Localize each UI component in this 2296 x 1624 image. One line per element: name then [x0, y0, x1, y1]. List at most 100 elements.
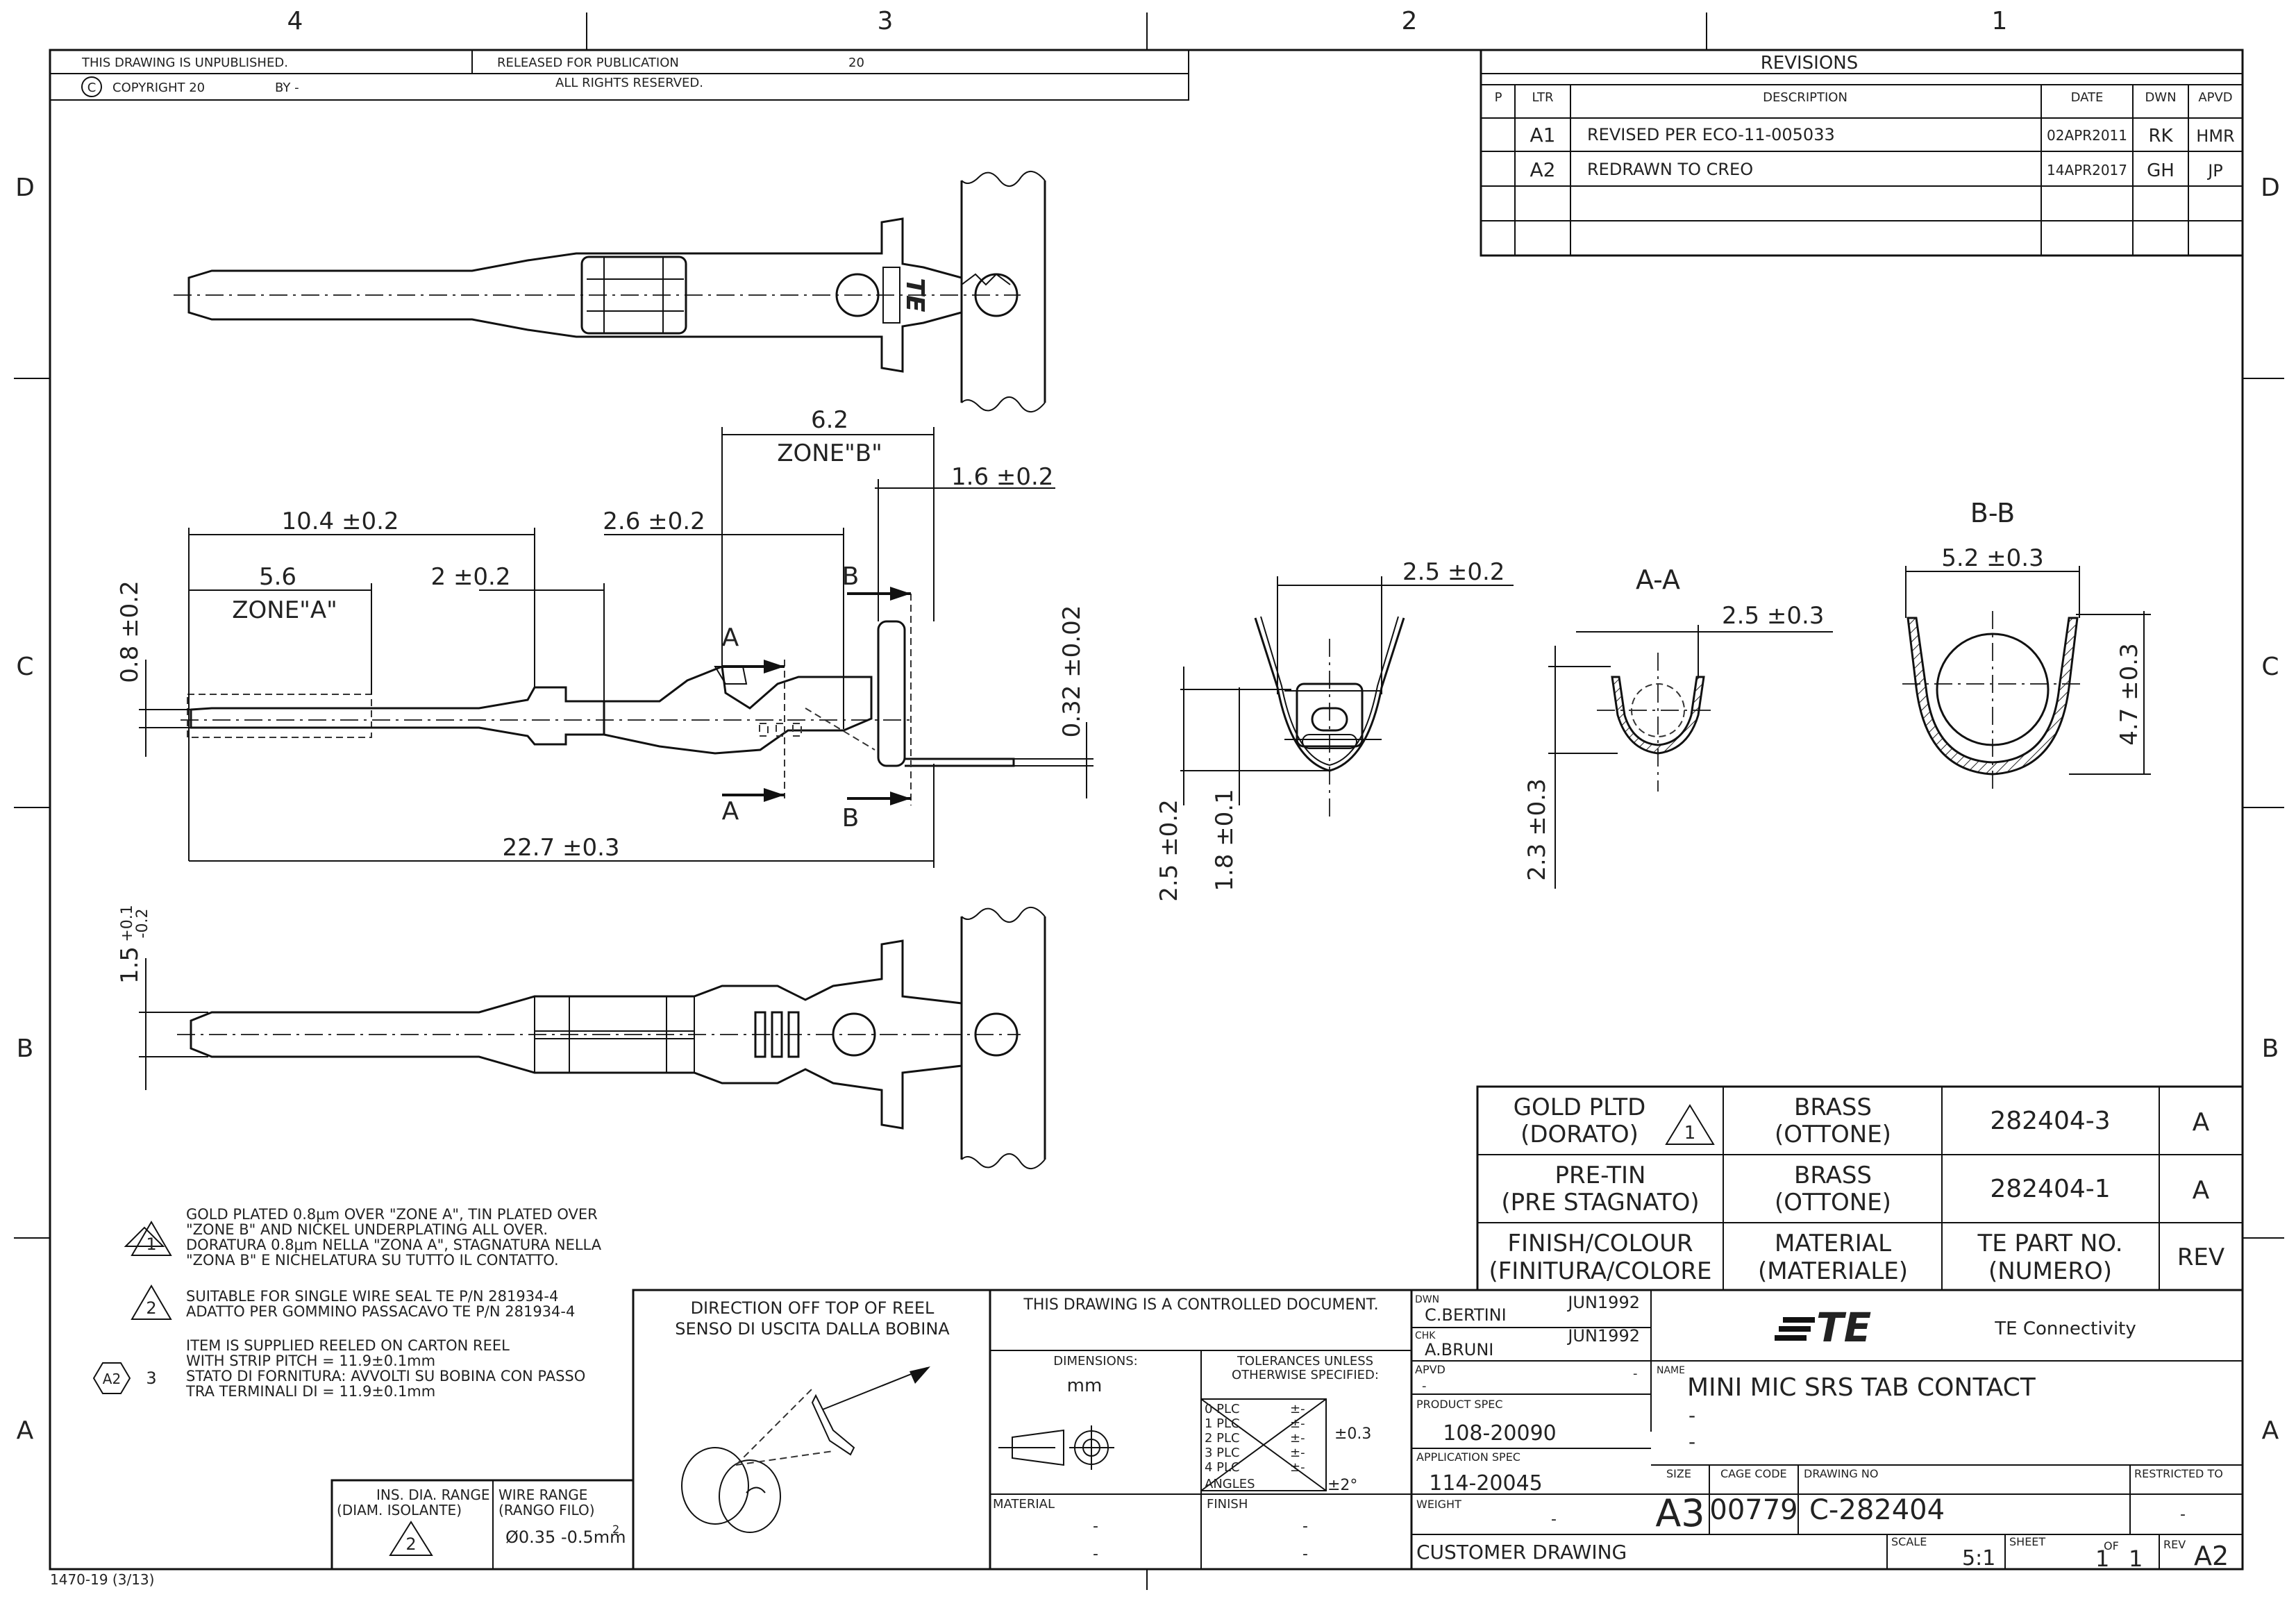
rights-text: ALL RIGHTS RESERVED. — [555, 76, 703, 90]
rev-desc: REVISED PER ECO-11-005033 — [1587, 125, 1835, 144]
dim-1-5-tol-minus: -0.2 — [134, 909, 151, 939]
by-text: BY - — [275, 81, 299, 95]
chk-label: CHK — [1415, 1330, 1436, 1341]
material-text: (OTTONE) — [1775, 1121, 1891, 1148]
name-dash: - — [1689, 1404, 1695, 1427]
name-dash: - — [1689, 1430, 1695, 1453]
dwn-date: JUN1992 — [1566, 1293, 1640, 1312]
note-1-line: "ZONA B" E NICHELATURA SU TUTTO IL CONTA… — [186, 1252, 559, 1269]
dim-1-8: 1.8 ±0.1 — [1211, 789, 1239, 891]
app-spec: 114-20045 — [1429, 1471, 1543, 1496]
note-3-revision: A2 — [103, 1371, 121, 1387]
note-2-line: SUITABLE FOR SINGLE WIRE SEAL TE P/N 281… — [186, 1288, 558, 1305]
material-text: BRASS — [1794, 1162, 1872, 1189]
angle-tolerance: ±2° — [1327, 1477, 1357, 1494]
header-finish: FINISH/COLOUR — [1507, 1230, 1693, 1257]
drawing-notes: 1 GOLD PLATED 0.8μm OVER "ZONE A", TIN P… — [92, 1206, 602, 1400]
customer-drawing: CUSTOMER DRAWING — [1416, 1541, 1627, 1564]
finish-label: FINISH — [1207, 1497, 1248, 1512]
dim-2-3: 2.3 ±0.3 — [1523, 778, 1551, 880]
dimensions-label: DIMENSIONS: — [1053, 1354, 1137, 1368]
tolerances-label: OTHERWISE SPECIFIED: — [1232, 1368, 1379, 1382]
rev-header-ltr: LTR — [1532, 90, 1553, 105]
dim-6-2: 6.2 — [811, 406, 848, 434]
dim-5-6: 5.6 — [259, 563, 296, 591]
row-label: D — [15, 174, 35, 202]
reel-direction-title: SENSO DI USCITA DALLA BOBINA — [675, 1319, 950, 1339]
finish-value: - — [1302, 1546, 1308, 1563]
controlled-document: THIS DRAWING IS A CONTROLLED DOCUMENT. — [1023, 1296, 1378, 1314]
product-spec-label: PRODUCT SPEC — [1416, 1398, 1503, 1411]
te-logo-mark: TE — [900, 278, 929, 312]
rev-value: A2 — [2194, 1541, 2229, 1571]
wire-range-sup: 2 — [612, 1523, 619, 1536]
unpublished-text: THIS DRAWING IS UNPUBLISHED. — [81, 56, 288, 70]
rev-dwn: GH — [2147, 160, 2175, 181]
dwn-label: DWN — [1415, 1294, 1439, 1305]
finish-text: PRE-TIN — [1555, 1162, 1646, 1189]
part-row: PRE-TIN (PRE STAGNATO) BRASS (OTTONE) 28… — [1501, 1162, 2209, 1216]
rev-date: 02APR2011 — [2047, 127, 2127, 144]
section-b-marker: B — [842, 804, 860, 832]
rev-header-apvd: APVD — [2198, 90, 2232, 105]
copyright-c: C — [87, 81, 97, 95]
part-number: 282404-1 — [1990, 1175, 2110, 1203]
rev-dwn: RK — [2148, 126, 2173, 147]
dim-1-6: 1.6 ±0.2 — [951, 463, 1053, 491]
plc-row: 3 PLC — [1205, 1446, 1240, 1460]
wire-range-box: INS. DIA. RANGE (DIAM. ISOLANTE) 2 WIRE … — [330, 1479, 635, 1571]
ins-range-triangle — [389, 1521, 433, 1556]
te-logo-text: TE — [1816, 1304, 1871, 1351]
material-value: - — [1093, 1546, 1098, 1563]
plc-tol: ±- — [1290, 1431, 1305, 1446]
apvd-value: - — [1422, 1379, 1427, 1393]
chk-date: JUN1992 — [1566, 1326, 1640, 1346]
tolerance-cone-symbol — [998, 1425, 1114, 1470]
dim-0-8: 0.8 ±0.2 — [116, 580, 144, 683]
column-label: 2 — [1402, 7, 1418, 35]
dim-2-5-left: 2.5 ±0.2 — [1155, 799, 1183, 901]
form-code: 1470-19 (3/13) — [50, 1571, 154, 1588]
chk-name: A.BRUNI — [1425, 1340, 1493, 1359]
rev-header-dwn: DWN — [2145, 90, 2176, 105]
revisions-table: REVISIONS P LTR DESCRIPTION DATE DWN APV… — [1480, 49, 2244, 257]
ins-range-label: INS. DIA. RANGE — [376, 1487, 489, 1503]
plc-row: 0 PLC — [1205, 1402, 1240, 1416]
note-3-line: WITH STRIP PITCH = 11.9±0.1mm — [186, 1353, 435, 1369]
dim-1-5: 1.5 — [116, 946, 144, 984]
plc-row: ANGLES — [1205, 1477, 1255, 1491]
part-number: 282404-3 — [1990, 1107, 2110, 1135]
tolerances-label: TOLERANCES UNLESS — [1237, 1354, 1373, 1368]
note-flag-triangle — [131, 1284, 172, 1320]
header-rev: REV — [2177, 1244, 2224, 1271]
tolerance-value: ±0.3 — [1334, 1425, 1371, 1443]
contact-bottom-view: 1.5 +0.1 -0.2 — [116, 905, 1046, 1169]
company-name: TE Connectivity — [1994, 1319, 2136, 1339]
restricted-value: - — [2180, 1506, 2186, 1523]
part-table-header: FINISH/COLOUR (FINITURA/COLORE MATERIAL … — [1489, 1230, 2224, 1285]
dimensions-unit: mm — [1067, 1375, 1103, 1396]
released-year: 20 — [848, 56, 864, 70]
contact-side-view: 6.2 ZONE"B" 1.6 ±0.2 10.4 ±0.2 2.6 ±0.2 … — [116, 406, 1093, 868]
revision-row: A1 REVISED PER ECO-11-005033 02APR2011 R… — [1530, 124, 2235, 147]
row-label: B — [17, 1035, 34, 1063]
revision-hexagon — [92, 1362, 131, 1394]
rev-ltr: A1 — [1530, 124, 1556, 147]
note-flag-triangle — [124, 1226, 165, 1247]
part-rev: A — [2193, 1176, 2210, 1205]
note-1-line: DORATURA 0.8μm NELLA "ZONA A", STAGNATUR… — [186, 1237, 602, 1253]
finish-text: GOLD PLTD — [1514, 1094, 1646, 1121]
plc-row: 4 PLC — [1205, 1460, 1240, 1475]
note-flag-triangle — [131, 1221, 172, 1256]
finish-note-number: 1 — [1684, 1123, 1696, 1144]
section-b-b-title: B-B — [1970, 498, 2016, 528]
wire-range-label: WIRE RANGE — [498, 1487, 587, 1503]
sheet-value: 1 — [2095, 1546, 2109, 1572]
part-table: GOLD PLTD (DORATO) 1 BRASS (OTTONE) 2824… — [1476, 1085, 2244, 1291]
row-label: C — [2261, 653, 2279, 681]
header-part-no: TE PART NO. — [1977, 1230, 2123, 1257]
section-a-marker: A — [722, 623, 739, 652]
section-a-marker: A — [722, 797, 739, 826]
reel-direction-title: DIRECTION OFF TOP OF REEL — [691, 1298, 935, 1318]
